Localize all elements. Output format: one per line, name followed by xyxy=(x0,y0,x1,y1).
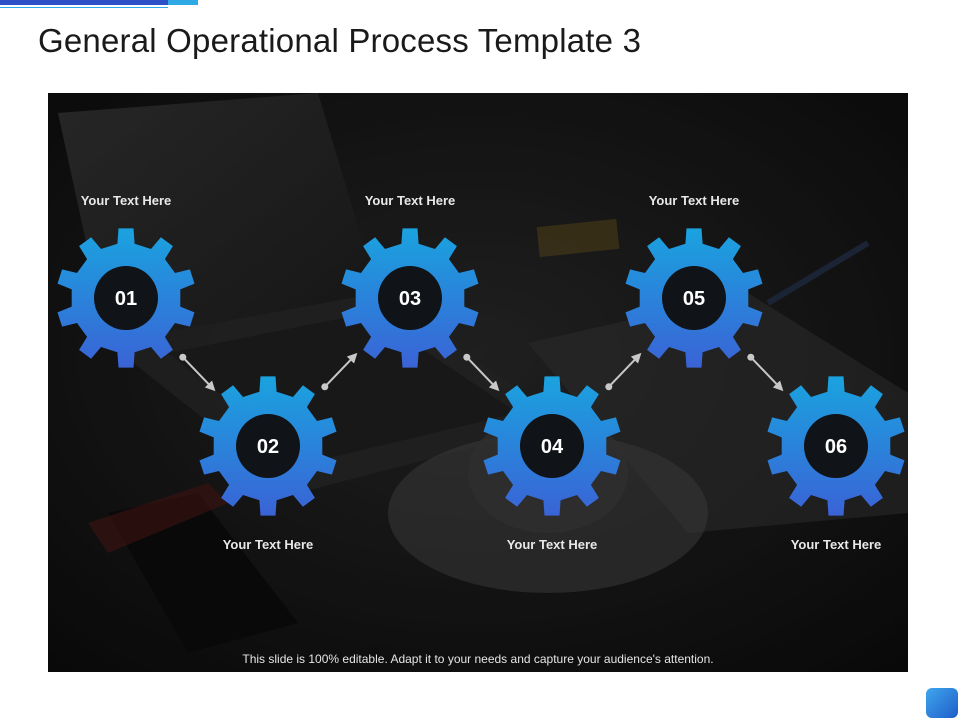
step-number: 05 xyxy=(683,288,705,310)
connector-arrow-4 xyxy=(608,352,642,388)
gear-step-06: 06 xyxy=(767,376,905,516)
gear-flow-svg: 01 02 03 04 05 06 xyxy=(57,228,905,516)
connector-dot-5 xyxy=(747,353,755,361)
gear-step-03: 03 xyxy=(341,228,479,368)
desk-photo-illustration xyxy=(48,93,908,672)
step-label-05: Your Text Here xyxy=(648,193,740,208)
gear-step-01: 01 xyxy=(57,228,195,368)
gear-step-04: 04 xyxy=(483,376,621,516)
slide-title: General Operational Process Template 3 xyxy=(38,22,642,59)
top-accent-bar xyxy=(0,0,198,8)
step-number: 04 xyxy=(541,436,564,458)
gear-step-02: 02 xyxy=(199,376,337,516)
step-label-03: Your Text Here xyxy=(364,193,456,208)
accent-underline xyxy=(0,7,168,8)
step-label-04: Your Text Here xyxy=(506,537,598,552)
brand-logo-icon xyxy=(926,688,958,718)
step-label-01: Your Text Here xyxy=(80,193,172,208)
connector-arrow-3 xyxy=(466,356,500,392)
connector-dot-3 xyxy=(463,353,471,361)
connector-arrows xyxy=(179,352,784,392)
step-number: 06 xyxy=(825,436,847,458)
step-number: 02 xyxy=(257,436,279,458)
connector-arrow-1 xyxy=(182,356,216,392)
step-label-02: Your Text Here xyxy=(222,537,314,552)
gear-center xyxy=(804,414,868,478)
gear-center xyxy=(378,266,442,330)
gear-center xyxy=(236,414,300,478)
connector-dot-2 xyxy=(321,383,329,391)
connector-arrow-5 xyxy=(750,356,784,392)
accent-segment-dark xyxy=(0,0,168,5)
footer-note: This slide is 100% editable. Adapt it to… xyxy=(242,652,714,666)
step-number: 03 xyxy=(399,288,421,310)
step-label-06: Your Text Here xyxy=(790,537,882,552)
connector-dot-4 xyxy=(605,383,613,391)
gear-center xyxy=(94,266,158,330)
gears-group: 01 02 03 04 05 06 xyxy=(57,228,905,516)
gear-center xyxy=(520,414,584,478)
accent-segment-light xyxy=(168,0,198,5)
gear-step-05: 05 xyxy=(625,228,763,368)
connector-dot-1 xyxy=(179,353,187,361)
step-number: 01 xyxy=(115,288,137,310)
gear-center xyxy=(662,266,726,330)
connector-arrow-2 xyxy=(324,352,358,388)
